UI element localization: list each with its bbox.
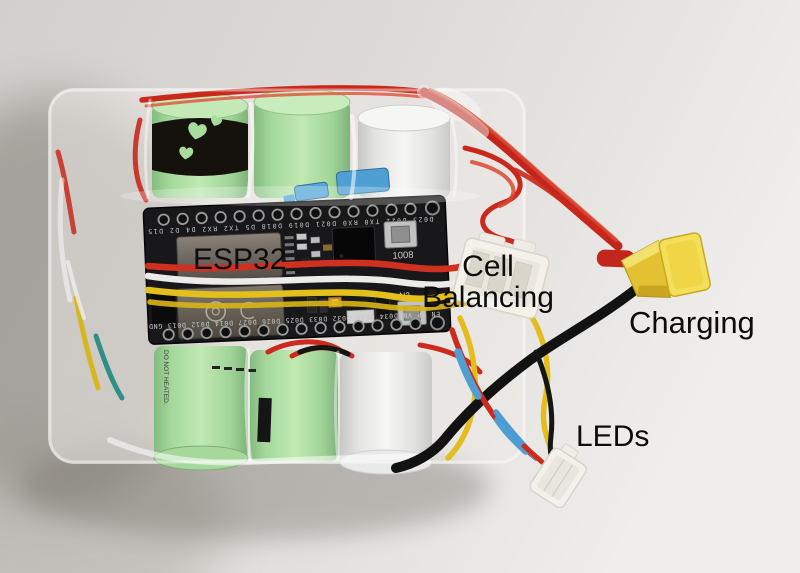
blue-capacitor-pair: [283, 167, 391, 205]
pin-holes-bottom: [162, 315, 445, 341]
blue-heatshrink-upper: [454, 348, 482, 400]
balance-connector: [452, 232, 550, 319]
label-charging: Charging: [629, 305, 755, 340]
top-red-wire: [139, 85, 429, 103]
label-cell-balancing-line1: Cell: [462, 250, 514, 283]
bottom-black-wire: [297, 345, 351, 357]
boot-button: [383, 220, 418, 249]
left-black-component: [150, 291, 177, 325]
boot-marking: 1008: [392, 250, 414, 262]
label-cell-balancing-line2: Balancing: [422, 281, 554, 314]
cell-green-bottom-mid: [212, 350, 338, 462]
charge-black-wire: [391, 281, 645, 473]
label-leds: LEDs: [576, 420, 650, 453]
left-yellow-stub: [73, 295, 101, 391]
cell-green-plain: [253, 88, 351, 198]
led-connector: [529, 443, 587, 509]
xt60-connector: [596, 232, 711, 298]
pin-holes-top: [157, 200, 440, 226]
external-wires: [391, 85, 645, 473]
left-red-wire: [132, 117, 149, 203]
cell-green-black-top: [151, 92, 249, 198]
label-esp32: ESP32: [193, 243, 287, 276]
cell-warning-text: DO NOT HEATED.: [162, 350, 169, 405]
led-black-wire: [533, 349, 555, 459]
bundle-tape-wrap: [417, 85, 489, 139]
cell-green-bottom-left: DO NOT HEATED.: [153, 346, 249, 471]
plastic-wrap-glints: [48, 87, 526, 466]
left-teal-stub: [93, 333, 125, 401]
label-cell-balancing: Cell Balancing: [405, 251, 571, 313]
cell-top-row: [151, 88, 451, 198]
